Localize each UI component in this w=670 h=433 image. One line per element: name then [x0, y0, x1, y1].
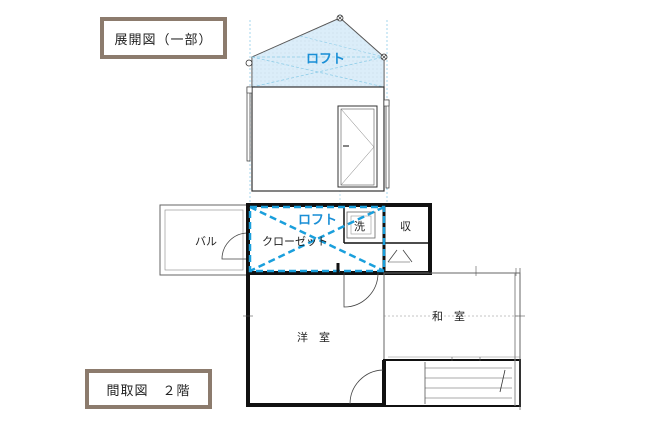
western-room-label: 洋 室 — [297, 330, 330, 344]
balcony — [159, 204, 249, 276]
loft-elevation-label: ロフト — [306, 52, 345, 67]
balcony-label: バル — [195, 235, 217, 248]
laundry-label: 洗 — [354, 220, 365, 233]
stairs — [424, 362, 512, 404]
loft-plan-area — [248, 205, 386, 273]
elevation-drawing: ロフト — [245, 14, 390, 205]
storage-label: 収 — [400, 220, 411, 233]
loft-plan-label: ロフト — [298, 213, 337, 228]
elevation-title-label: 展開図（一部） — [100, 17, 227, 59]
plan-title-label: 間取図 ２階 — [85, 369, 212, 409]
japanese-room-label: 和 室 — [432, 309, 465, 323]
elevation-door — [337, 105, 378, 188]
floor-plan: バル クローゼット ロフト 洗 収 洋 室 和 室 — [159, 203, 525, 410]
closet-label: クローゼット — [262, 235, 328, 248]
